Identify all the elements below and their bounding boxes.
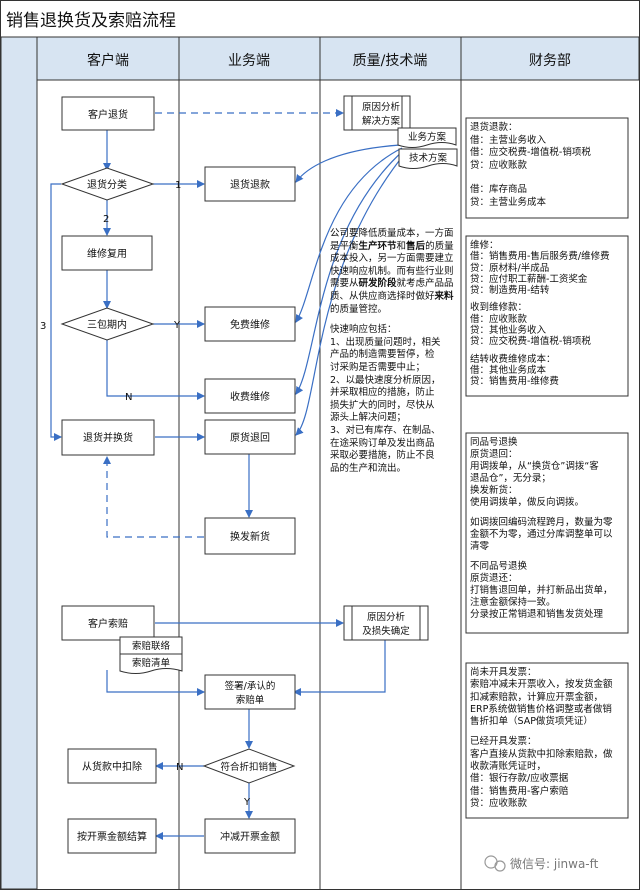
- connectors: [50, 109, 407, 840]
- lane-customer: 客户端: [87, 52, 129, 69]
- edge-analysis-to-sign: [293, 640, 386, 696]
- node-label: 技术方案: [409, 152, 448, 164]
- node-label: 按开票金额结算: [77, 830, 147, 843]
- node-label-2: 索赔单: [236, 694, 265, 706]
- node-deduct-payment[interactable]: 从货款中扣除: [67, 748, 157, 784]
- node-refund[interactable]: 退货退款: [204, 166, 296, 202]
- left-band: [0, 36, 38, 890]
- node-return-type[interactable]: 退货分类: [60, 167, 155, 201]
- node-label: 原货退回: [230, 431, 270, 444]
- node-label: 免费维修: [230, 318, 270, 331]
- edge-type-to-exchange: [50, 183, 62, 441]
- node-cause-analysis[interactable]: 原因分析 解决方案: [343, 95, 411, 131]
- edge-plan-to-original: [295, 151, 407, 436]
- edge-new-to-exchange: [103, 456, 204, 538]
- edge-label-n2: N: [176, 762, 183, 773]
- node-label: 退货并换货: [83, 431, 133, 444]
- edge-label-y2: Y: [243, 797, 251, 808]
- watermark-text: 微信号: jinwa-ft: [510, 857, 599, 871]
- edge-label-n1: N: [125, 392, 132, 403]
- node-label-1: 原因分析: [367, 611, 406, 623]
- finance-note-refund: 退货退款： 借：主营业务收入 借：应交税费-增值税-销项税 贷：应收账款 借：库…: [470, 122, 591, 208]
- node-offset-invoice[interactable]: 冲减开票金额: [204, 818, 296, 854]
- node-claim-analysis[interactable]: 原因分析 及损失确定: [343, 605, 429, 641]
- watermark: 微信号: jinwa-ft: [484, 855, 599, 872]
- lane-finance: 财务部: [529, 53, 571, 69]
- node-settle-invoice[interactable]: 按开票金额结算: [67, 818, 157, 854]
- edge-label-1: 1: [175, 180, 181, 191]
- node-free-repair[interactable]: 免费维修: [204, 306, 296, 342]
- finance-note-repair: 维修： 借：销售费用-售后服务费/维修费 贷：原材料/半成品 贷：应付职工薪酬-…: [470, 240, 610, 388]
- node-repair-review[interactable]: 维修复用: [61, 235, 153, 271]
- lane-business: 业务端: [228, 53, 270, 69]
- edge-label-3: 3: [40, 321, 46, 332]
- lane-quality: 质量/技术端: [353, 53, 428, 69]
- node-warranty[interactable]: 三包期内: [60, 307, 155, 341]
- finance-box-exchange: [465, 432, 629, 634]
- node-label: 符合折扣销售: [220, 761, 277, 773]
- lane-header-row: [36, 36, 640, 81]
- node-label: 收费维修: [230, 390, 270, 403]
- node-tech-plan[interactable]: 技术方案: [398, 148, 458, 169]
- finance-box-claim: [465, 662, 629, 819]
- node-sign-claim[interactable]: 签署/承认的 索赔单: [204, 674, 296, 710]
- quality-note: 公司要降低质量成本，一方面是平衡生产环节和售后的质量成本投入，另一方面需要建立快…: [330, 228, 456, 475]
- finance-box-refund: [465, 117, 629, 219]
- finance-box-repair: [465, 235, 629, 397]
- node-label-2: 解决方案: [362, 115, 401, 127]
- node-label: 业务方案: [408, 131, 447, 143]
- node-label: 客户退货: [88, 108, 128, 121]
- finance-note-claim: 尚未开具发票： 索赔冲减未开票收入，按发货金额 扣减索赔款，计算应开票金额， E…: [470, 667, 613, 809]
- edge-plan-to-paid: [295, 149, 405, 395]
- quality-note-p2: 快速响应包括： 1、出现质量问题时，相关 产品的制造需要暂停，检 讨采购是否需要…: [330, 324, 441, 474]
- node-original-return[interactable]: 原货退回: [204, 419, 296, 455]
- node-discount-check[interactable]: 符合折扣销售: [202, 748, 296, 784]
- finance-note-exchange: 同品号退换 原货退回： 用调拨单，从“换货仓”调拨“客 退品仓”，无分录； 换发…: [470, 437, 613, 620]
- node-label: 退货退款: [230, 178, 270, 191]
- node-new-goods[interactable]: 换发新货: [204, 517, 296, 555]
- node-return-exchange[interactable]: 退货并换货: [61, 419, 155, 456]
- node-claim-list[interactable]: 索赔清单: [119, 653, 183, 674]
- node-biz-plan[interactable]: 业务方案: [397, 127, 457, 148]
- node-label: 退货分类: [87, 178, 127, 191]
- node-paid-repair[interactable]: 收费维修: [204, 378, 296, 414]
- node-label-1: 签署/承认的: [225, 680, 276, 692]
- edge-plan-to-free: [295, 147, 403, 323]
- node-label-1: 原因分析: [362, 101, 401, 113]
- edge-label-2: 2: [103, 214, 109, 225]
- page-title: 销售退换货及索赔流程: [6, 11, 176, 31]
- node-label: 维修复用: [87, 247, 127, 260]
- node-customer-return[interactable]: 客户退货: [61, 96, 155, 131]
- node-claim-contact[interactable]: 索赔联络: [119, 636, 183, 655]
- node-label: 索赔联络: [132, 640, 171, 652]
- node-label: 从货款中扣除: [82, 760, 142, 773]
- node-label-2: 及损失确定: [362, 625, 410, 637]
- node-label: 换发新货: [230, 530, 270, 543]
- edge-claimlist-to-sign: [106, 670, 205, 696]
- edge-plan-to-refund: [295, 144, 401, 183]
- node-customer-claim[interactable]: 客户索赔: [61, 605, 155, 641]
- node-label: 客户索赔: [88, 617, 128, 630]
- quality-note-p1: 公司要降低质量成本，一方面是平衡生产环节和售后的质量成本投入，另一方面需要建立快…: [330, 228, 454, 315]
- wechat-icon-2: [494, 860, 506, 872]
- node-label: 索赔清单: [132, 657, 171, 669]
- node-label: 冲减开票金额: [220, 830, 280, 843]
- edge-warranty-to-paid: [106, 340, 205, 400]
- edge-label-y1: Y: [173, 320, 181, 331]
- node-label: 三包期内: [87, 318, 127, 331]
